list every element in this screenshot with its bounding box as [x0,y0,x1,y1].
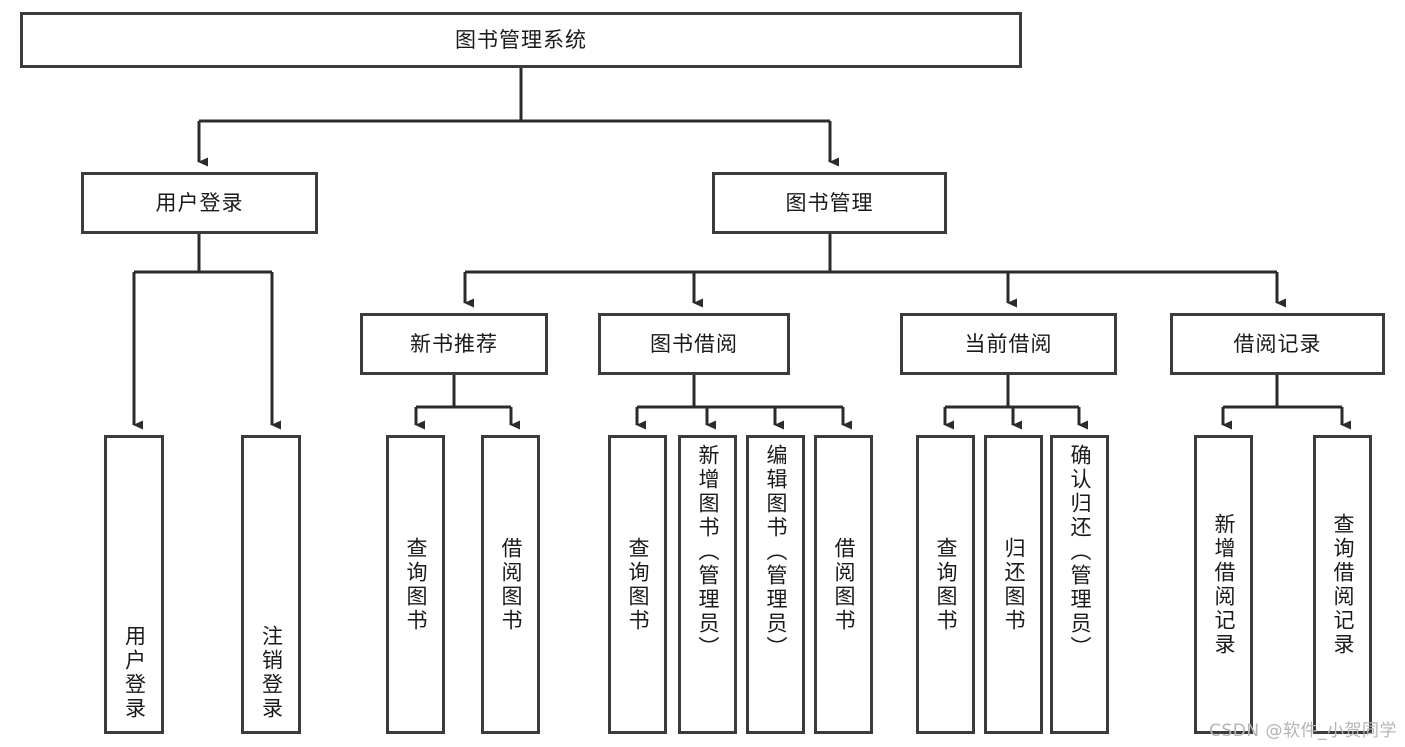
node-leaf-borrow-book-2-label: 借阅图书 [832,536,856,633]
node-new-book-rec-label: 新书推荐 [410,331,498,356]
node-borrow-record[interactable]: 借阅记录 [1170,313,1385,375]
node-current-borrow[interactable]: 当前借阅 [900,313,1117,375]
node-leaf-user-login[interactable]: 用户登录 [104,435,164,734]
node-leaf-logout[interactable]: 注销登录 [241,435,301,734]
node-book-borrow[interactable]: 图书借阅 [598,313,790,375]
node-leaf-query-book-3-label: 查询图书 [934,536,958,633]
node-leaf-query-book-3[interactable]: 查询图书 [916,435,975,734]
node-leaf-query-record[interactable]: 查询借阅记录 [1313,435,1372,734]
node-book-manage-label: 图书管理 [785,190,874,215]
node-leaf-add-book-label: 新增图书（管理员） [696,444,720,660]
node-leaf-add-record-label: 新增借阅记录 [1212,512,1236,657]
node-leaf-edit-book-label: 编辑图书（管理员） [764,444,788,660]
node-user-login-label: 用户登录 [155,190,244,215]
node-leaf-query-book-1-label: 查询图书 [404,536,428,633]
connectors-book-manage [463,234,1286,308]
node-leaf-confirm-return[interactable]: 确认归还（管理员） [1050,435,1109,734]
node-leaf-query-book-2[interactable]: 查询图书 [608,435,667,734]
node-user-login[interactable]: 用户登录 [81,172,318,234]
node-leaf-query-book-2-label: 查询图书 [626,536,650,633]
node-leaf-return-book-label: 归还图书 [1002,536,1026,633]
node-leaf-query-record-label: 查询借阅记录 [1331,512,1355,657]
node-leaf-edit-book[interactable]: 编辑图书（管理员） [746,435,805,734]
node-leaf-borrow-book-2[interactable]: 借阅图书 [814,435,873,734]
node-new-book-rec[interactable]: 新书推荐 [360,313,548,375]
node-leaf-borrow-book-1[interactable]: 借阅图书 [481,435,540,734]
connectors-borrow-record [1221,375,1351,430]
node-current-borrow-label: 当前借阅 [964,331,1053,356]
node-borrow-record-label: 借阅记录 [1233,331,1322,356]
node-book-manage[interactable]: 图书管理 [712,172,947,234]
node-leaf-logout-label: 注销登录 [259,625,284,721]
node-leaf-borrow-book-1-label: 借阅图书 [499,536,523,633]
node-root-label: 图书管理系统 [455,27,587,52]
connectors-new-book-rec [414,375,520,430]
node-leaf-add-book[interactable]: 新增图书（管理员） [678,435,737,734]
node-book-borrow-label: 图书借阅 [650,331,738,356]
node-leaf-confirm-return-label: 确认归还（管理员） [1068,444,1092,660]
node-leaf-add-record[interactable]: 新增借阅记录 [1194,435,1253,734]
node-leaf-return-book[interactable]: 归还图书 [984,435,1043,734]
connectors-user-login [132,234,281,430]
node-leaf-user-login-label: 用户登录 [122,625,147,721]
connectors-root [197,68,839,167]
connectors-book-borrow [635,375,852,430]
connectors-current-borrow [943,375,1088,430]
node-root[interactable]: 图书管理系统 [20,12,1022,68]
node-leaf-query-book-1[interactable]: 查询图书 [386,435,445,734]
